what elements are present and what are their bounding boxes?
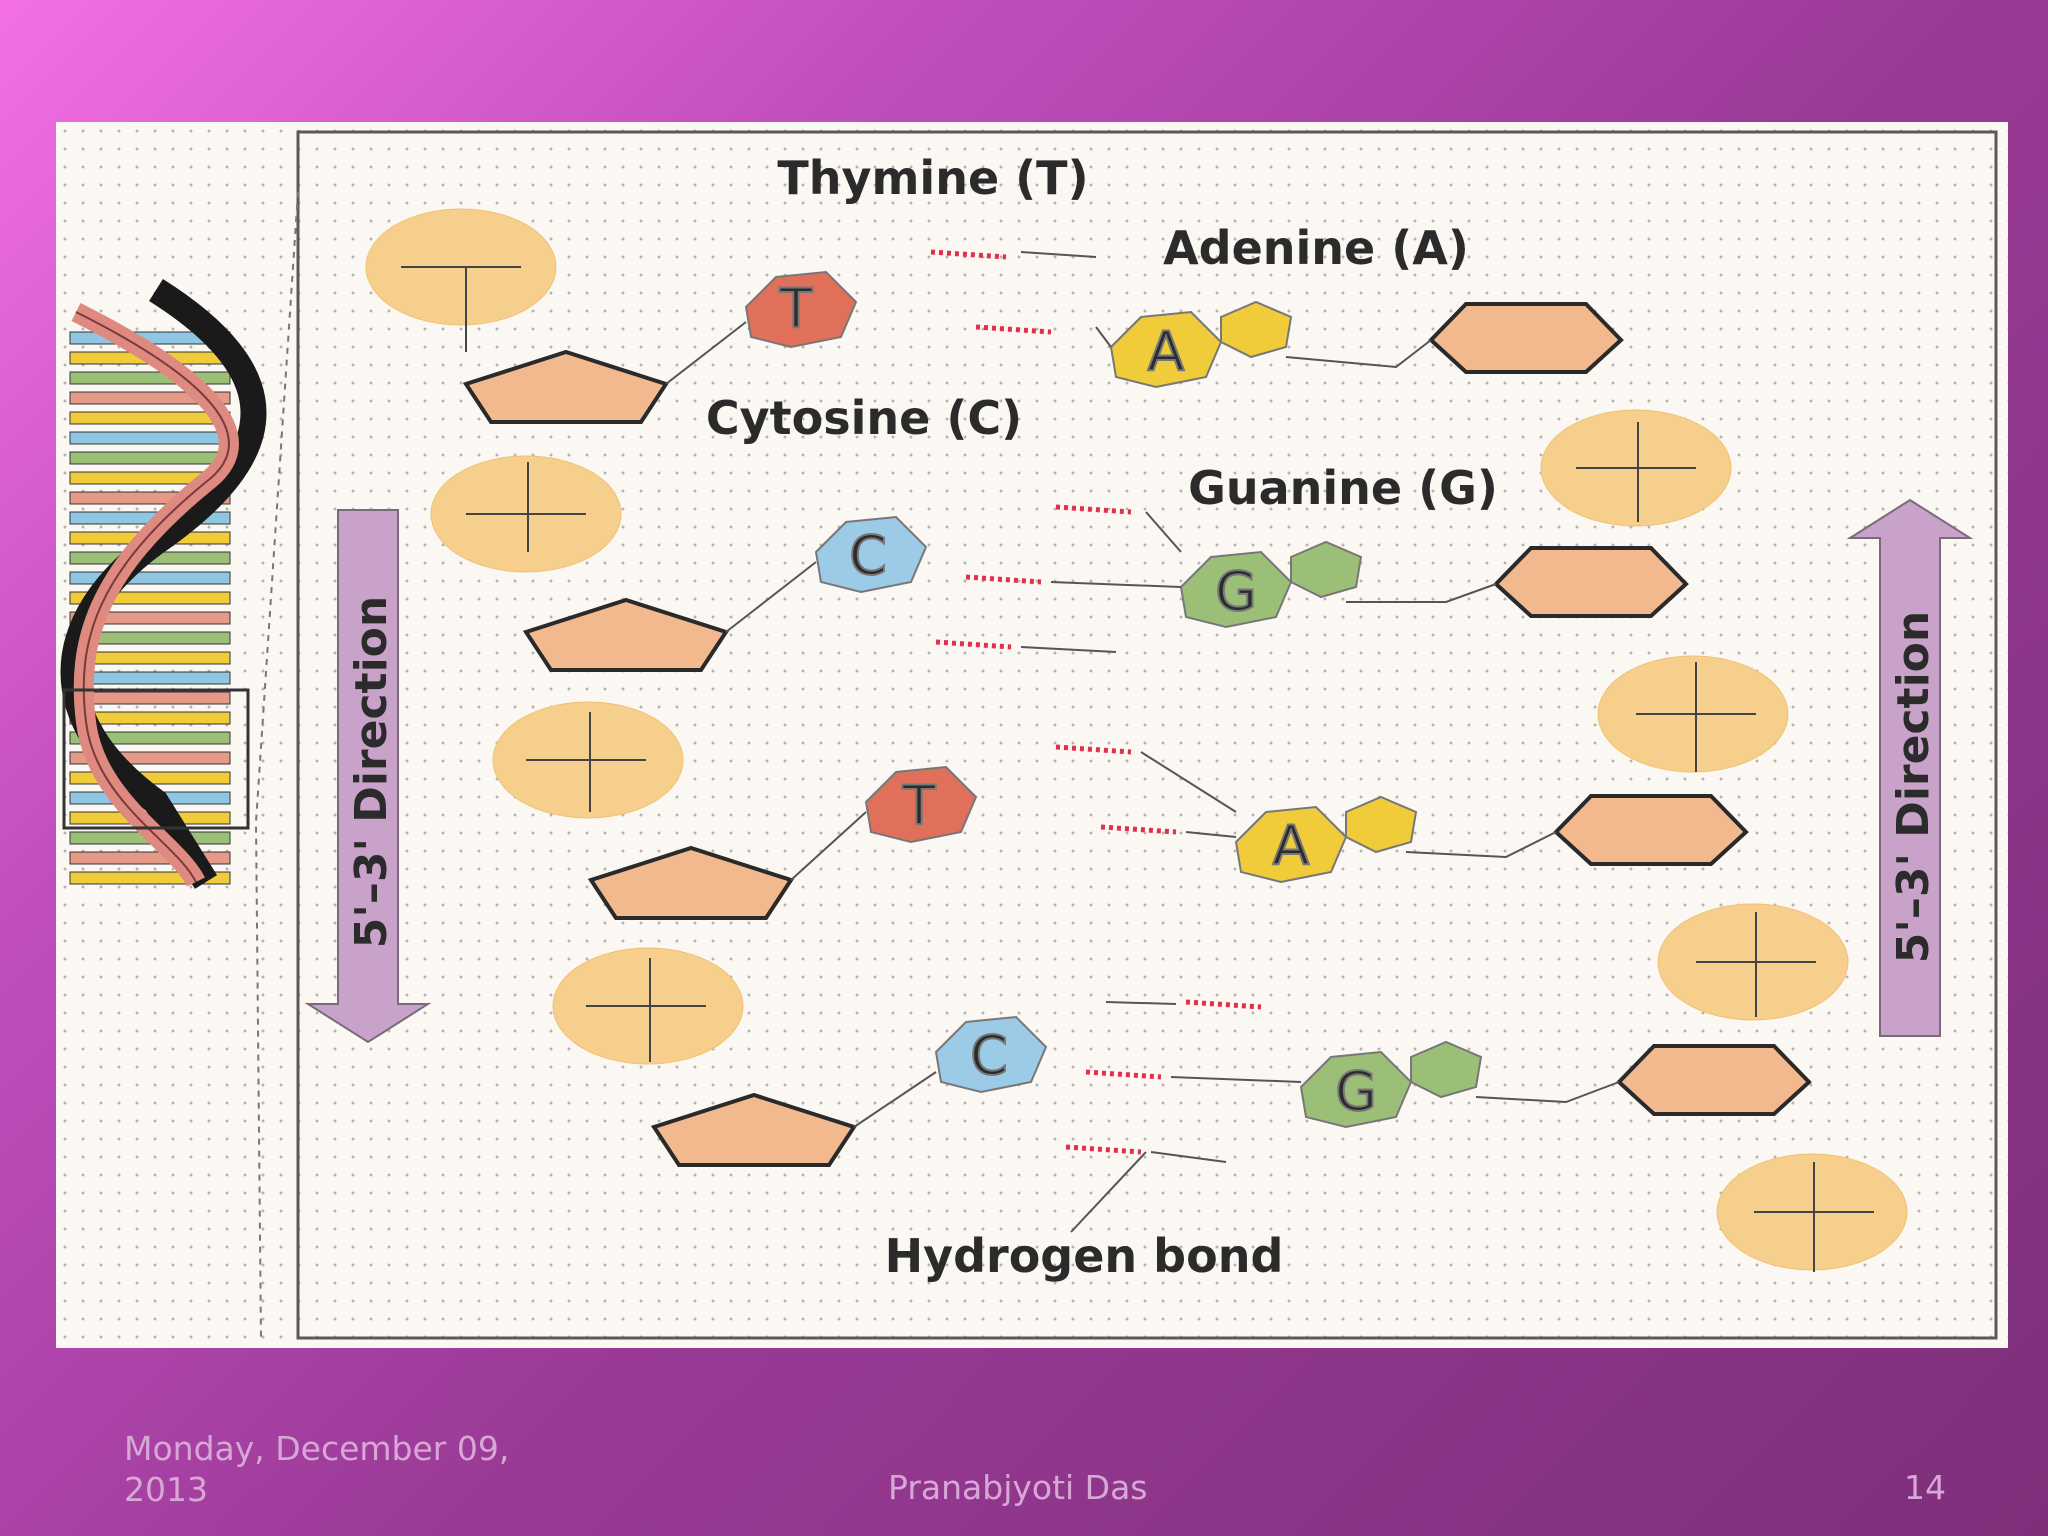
base-letter: C xyxy=(849,524,887,587)
sugar-right-3 xyxy=(1553,794,1749,866)
sugar-left-3 xyxy=(587,845,795,920)
label-adenine: Adenine (A) xyxy=(1163,221,1469,275)
sugar-right-1 xyxy=(1428,302,1624,374)
base-adenine-1 xyxy=(1109,310,1223,389)
base-letter: G xyxy=(1335,1060,1377,1123)
sugar-group xyxy=(462,302,1812,1167)
dna-diagram: 5'–3' Direction 5'–3' Direction xyxy=(56,122,2008,1348)
footer-author: Pranabjyoti Das xyxy=(888,1468,1148,1507)
direction-arrow-left: 5'–3' Direction xyxy=(304,509,432,1044)
inset-frame xyxy=(296,130,1998,1340)
base-thymine-1 xyxy=(744,270,858,349)
base-cytosine-1 xyxy=(814,515,928,594)
base-adenine-2 xyxy=(1234,805,1348,884)
base-thymine-2 xyxy=(864,765,978,844)
base-letter: T xyxy=(779,277,814,340)
diagram-canvas: 5'–3' Direction 5'–3' Direction xyxy=(60,130,1998,1340)
label-cytosine: Cytosine (C) xyxy=(706,391,1022,445)
hydrogen-bond-group xyxy=(930,249,1262,1155)
base-letter: G xyxy=(1215,560,1257,623)
helix-zoom-box xyxy=(62,688,250,830)
label-hydrogen-bond: Hydrogen bond xyxy=(885,1229,1284,1283)
base-guanine-2 xyxy=(1299,1050,1413,1129)
base-letter: T xyxy=(902,774,937,837)
double-helix-icon xyxy=(60,279,267,889)
direction-right-label: 5'–3' Direction xyxy=(1888,611,1939,963)
footer-page-number: 14 xyxy=(1904,1468,1946,1507)
label-guanine: Guanine (G) xyxy=(1188,461,1498,515)
base-letter: A xyxy=(1273,814,1310,877)
sugar-right-4 xyxy=(1616,1044,1812,1116)
base-guanine-1 xyxy=(1179,550,1293,629)
sugar-left-2 xyxy=(522,597,730,672)
direction-arrow-right: 5'–3' Direction xyxy=(1846,498,1974,1037)
footer-date: Monday, December 09, 2013 xyxy=(124,1429,510,1509)
zoom-guide-line xyxy=(254,191,299,1339)
sugar-right-2 xyxy=(1493,546,1689,618)
base-letter: A xyxy=(1148,320,1185,383)
sugar-left-1 xyxy=(462,349,670,424)
sugar-left-4 xyxy=(650,1092,858,1167)
base-letter: C xyxy=(970,1024,1008,1087)
hydrogen-bond-pointer xyxy=(1070,1151,1147,1233)
base-cytosine-2 xyxy=(934,1015,1048,1094)
label-thymine: Thymine (T) xyxy=(777,151,1088,205)
direction-left-label: 5'–3' Direction xyxy=(346,596,397,948)
